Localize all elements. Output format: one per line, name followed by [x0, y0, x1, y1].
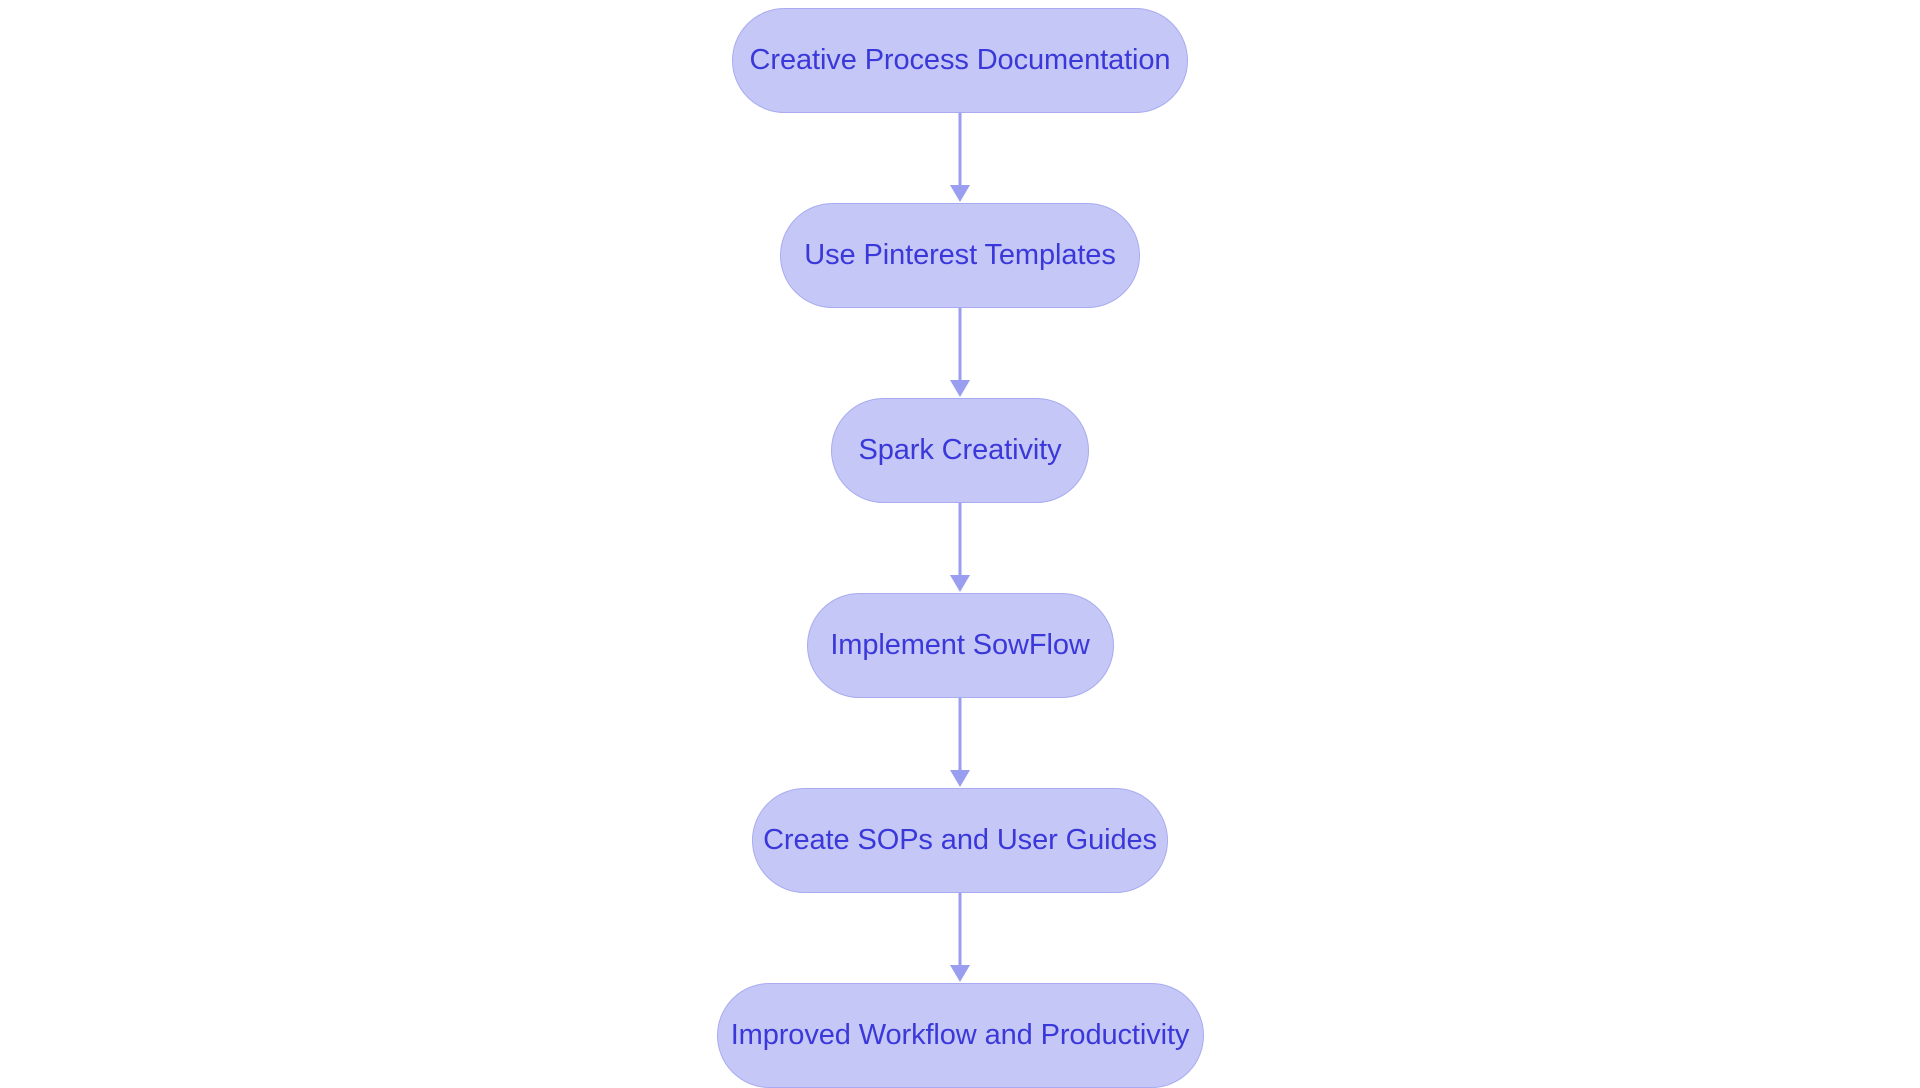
flowchart-node-spark-creativity[interactable]: Spark Creativity — [831, 398, 1089, 503]
node-label: Use Pinterest Templates — [804, 239, 1116, 271]
flowchart-node-use-pinterest-templates[interactable]: Use Pinterest Templates — [780, 203, 1140, 308]
connector-arrow-n2-n3 — [950, 503, 970, 592]
connector-arrow-n1-n2 — [950, 308, 970, 397]
connector-arrow-n0-n1 — [950, 113, 970, 202]
connector-arrow-n4-n5 — [950, 893, 970, 982]
top-spacer — [960, 0, 961, 8]
node-label: Create SOPs and User Guides — [763, 824, 1157, 856]
node-label: Implement SowFlow — [830, 629, 1090, 661]
flowchart-node-implement-sowflow[interactable]: Implement SowFlow — [806, 593, 1114, 698]
node-label: Improved Workflow and Productivity — [730, 1019, 1190, 1051]
flowchart-node-creative-process-documentation[interactable]: Creative Process Documentation — [732, 8, 1188, 113]
flowchart-node-create-sops-and-user-guides[interactable]: Create SOPs and User Guides — [752, 788, 1168, 893]
node-label: Spark Creativity — [858, 434, 1062, 466]
connector-arrow-n3-n4 — [950, 698, 970, 787]
node-label: Creative Process Documentation — [749, 44, 1171, 76]
flowchart-node-improved-workflow-and-productivity[interactable]: Improved Workflow and Productivity — [716, 983, 1204, 1088]
